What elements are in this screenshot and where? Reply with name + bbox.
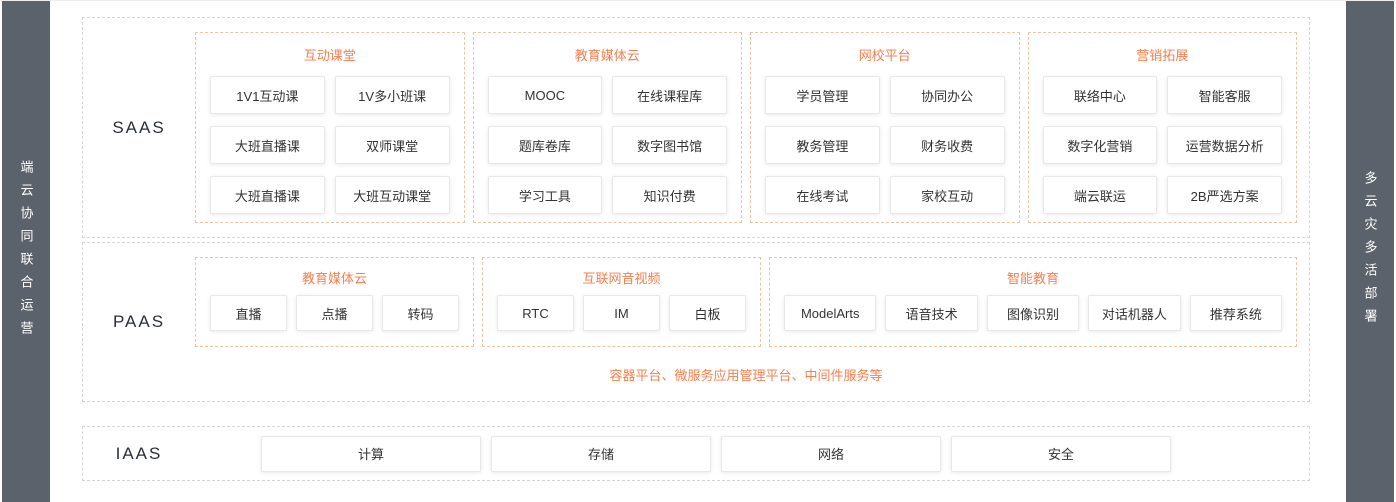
- diagram-item: 转码: [382, 295, 459, 331]
- group-items: RTC IM 白板: [497, 295, 746, 338]
- group-title: 互动课堂: [303, 48, 356, 63]
- group-title: 网校平台: [858, 48, 911, 63]
- right-rail-label: 多云灾多活部署: [1362, 171, 1378, 332]
- group-title: 教育媒体云: [301, 271, 367, 286]
- paas-body: 教育媒体云 直播 点播 转码 互联网音视频 RTC IM 白板: [195, 243, 1309, 401]
- iaas-items: 计算 存储 网络 安全: [195, 435, 1171, 472]
- iaas-layer-label: IAAS: [115, 443, 163, 463]
- diagram-item: 学员管理: [765, 76, 880, 114]
- group-intelligent-education: 智能教育 ModelArts 语音技术 图像识别 对话机器人 推荐系统: [769, 257, 1297, 347]
- paas-layer: PAAS 教育媒体云 直播 点播 转码 互联网音视频 RTC: [82, 242, 1310, 402]
- diagram-item: 学习工具: [487, 176, 603, 214]
- diagram-item: 图像识别: [986, 295, 1080, 331]
- diagram-item: 运营数据分析: [1167, 126, 1282, 164]
- diagram-item: 1V多小班课: [334, 76, 450, 114]
- diagram-canvas: SAAS 互动课堂 1V1互动课 1V多小班课 大班直播课 双师课堂 大班直播课…: [50, 1, 1346, 502]
- group-marketing-expansion: 营销拓展 联络中心 智能客服 数字化营销 运营数据分析 端云联运 2B严选方案: [1027, 32, 1297, 223]
- left-rail-label: 端云协同联合运营: [18, 159, 34, 344]
- diagram-item: 直播: [210, 295, 287, 331]
- diagram-item: 在线考试: [765, 176, 880, 214]
- diagram-item: 计算: [261, 435, 481, 472]
- diagram-item: 联络中心: [1042, 76, 1158, 114]
- group-online-school-platform: 网校平台 学员管理 协同办公 教务管理 财务收费 在线考试 家校互动: [750, 32, 1020, 223]
- paas-layer-label: PAAS: [112, 312, 166, 331]
- group-title: 教育媒体云: [574, 48, 640, 63]
- diagram-item: 双师课堂: [334, 126, 450, 164]
- group-internet-audio-video: 互联网音视频 RTC IM 白板: [482, 257, 761, 347]
- diagram-item: 语音技术: [885, 295, 978, 331]
- diagram-item: 数字化营销: [1042, 126, 1158, 164]
- diagram-item: MOOC: [487, 76, 603, 114]
- group-education-media-cloud-saas: 教育媒体云 MOOC 在线课程库 题库卷库 数字图书馆 学习工具 知识付费: [472, 32, 742, 223]
- group-items: MOOC 在线课程库 题库卷库 数字图书馆 学习工具 知识付费: [487, 76, 727, 214]
- diagram-item: 在线课程库: [612, 76, 727, 114]
- right-rail: 多云灾多活部署: [1346, 1, 1394, 502]
- group-title: 智能教育: [1006, 271, 1059, 286]
- diagram-item: 家校互动: [889, 176, 1005, 214]
- group-title: 营销拓展: [1136, 48, 1189, 63]
- saas-layer: SAAS 互动课堂 1V1互动课 1V多小班课 大班直播课 双师课堂 大班直播课…: [82, 17, 1310, 238]
- diagram-item: 协同办公: [889, 76, 1005, 114]
- diagram-item: 大班直播课: [210, 126, 325, 164]
- group-title: 互联网音视频: [582, 271, 661, 286]
- diagram-item: 存储: [491, 435, 711, 472]
- diagram-item: 教务管理: [765, 126, 880, 164]
- group-education-media-cloud-paas: 教育媒体云 直播 点播 转码: [195, 257, 474, 347]
- diagram-item: RTC: [497, 295, 574, 331]
- diagram-item: 知识付费: [612, 176, 727, 214]
- diagram-item: 大班直播课: [210, 176, 325, 214]
- diagram-item: 数字图书馆: [612, 126, 727, 164]
- group-items: 直播 点播 转码: [210, 295, 459, 338]
- diagram-item: IM: [583, 295, 660, 331]
- diagram-item: 题库卷库: [487, 126, 603, 164]
- left-rail: 端云协同联合运营: [2, 1, 50, 502]
- diagram-item: 安全: [951, 435, 1171, 472]
- diagram-item: 白板: [669, 295, 746, 331]
- diagram-item: 端云联运: [1042, 176, 1158, 214]
- diagram-item: 2B严选方案: [1167, 176, 1282, 214]
- saas-groups: 互动课堂 1V1互动课 1V多小班课 大班直播课 双师课堂 大班直播课 大班互动…: [195, 18, 1309, 237]
- paas-footnote: 容器平台、微服务应用管理平台、中间件服务等: [609, 368, 883, 383]
- group-interactive-classroom: 互动课堂 1V1互动课 1V多小班课 大班直播课 双师课堂 大班直播课 大班互动…: [195, 32, 465, 223]
- saas-layer-label: SAAS: [112, 117, 166, 137]
- diagram-item: 推荐系统: [1189, 295, 1283, 331]
- diagram-item: 点播: [296, 295, 373, 331]
- diagram-item: 大班互动课堂: [334, 176, 450, 214]
- diagram-item: 对话机器人: [1088, 295, 1181, 331]
- diagram-item: ModelArts: [784, 295, 877, 331]
- paas-groups: 教育媒体云 直播 点播 转码 互联网音视频 RTC IM 白板: [195, 257, 1297, 347]
- group-items: 学员管理 协同办公 教务管理 财务收费 在线考试 家校互动: [765, 76, 1005, 214]
- group-items: 1V1互动课 1V多小班课 大班直播课 双师课堂 大班直播课 大班互动课堂: [210, 76, 450, 214]
- diagram-item: 财务收费: [889, 126, 1005, 164]
- iaas-layer: IAAS 计算 存储 网络 安全: [82, 426, 1310, 481]
- group-items: ModelArts 语音技术 图像识别 对话机器人 推荐系统: [784, 295, 1283, 338]
- diagram-item: 1V1互动课: [210, 76, 325, 114]
- group-items: 联络中心 智能客服 数字化营销 运营数据分析 端云联运 2B严选方案: [1042, 76, 1282, 214]
- diagram-item: 智能客服: [1167, 76, 1282, 114]
- diagram-item: 网络: [721, 435, 941, 472]
